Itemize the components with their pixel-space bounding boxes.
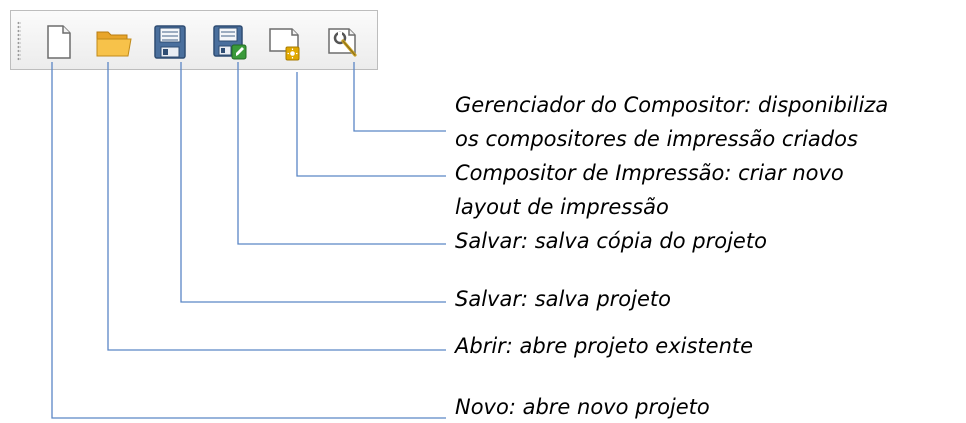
save-as-icon	[213, 25, 247, 60]
new-print-layout-icon	[269, 28, 300, 61]
layout-manager-icon	[328, 28, 357, 57]
project-toolbar	[10, 10, 378, 70]
layout-manager-button[interactable]	[324, 23, 364, 61]
toolbar-grip-handle[interactable]	[17, 21, 21, 61]
callout-open: Abrir: abre projeto existente	[455, 334, 754, 358]
callout-print-composer-line2: layout de impressão	[455, 195, 669, 219]
leader-line-save	[180, 62, 446, 303]
callout-print-composer-line1: Compositor de Impressão: criar novo	[455, 161, 844, 185]
callout-layout-manager-line1: Gerenciador do Compositor: disponibiliza	[455, 93, 889, 117]
callout-save-copy: Salvar: salva cópia do projeto	[455, 229, 767, 253]
leader-line-layout-manager	[353, 62, 446, 132]
save-as-button[interactable]	[209, 23, 249, 61]
save-project-button[interactable]	[150, 23, 190, 61]
callout-layout-manager-line2: os compositores de impressão criados	[455, 127, 858, 151]
leader-line-print-composer	[296, 72, 446, 177]
new-print-layout-button[interactable]	[266, 23, 306, 61]
callout-new: Novo: abre novo projeto	[455, 395, 710, 419]
open-folder-icon	[96, 31, 132, 57]
leader-line-new	[51, 62, 446, 419]
new-project-button[interactable]	[39, 23, 79, 61]
callout-save: Salvar: salva projeto	[455, 287, 671, 311]
open-project-button[interactable]	[94, 23, 134, 61]
save-icon	[154, 25, 186, 59]
new-file-icon	[47, 25, 71, 59]
leader-line-open	[107, 62, 446, 351]
leader-line-save-copy	[237, 62, 446, 245]
